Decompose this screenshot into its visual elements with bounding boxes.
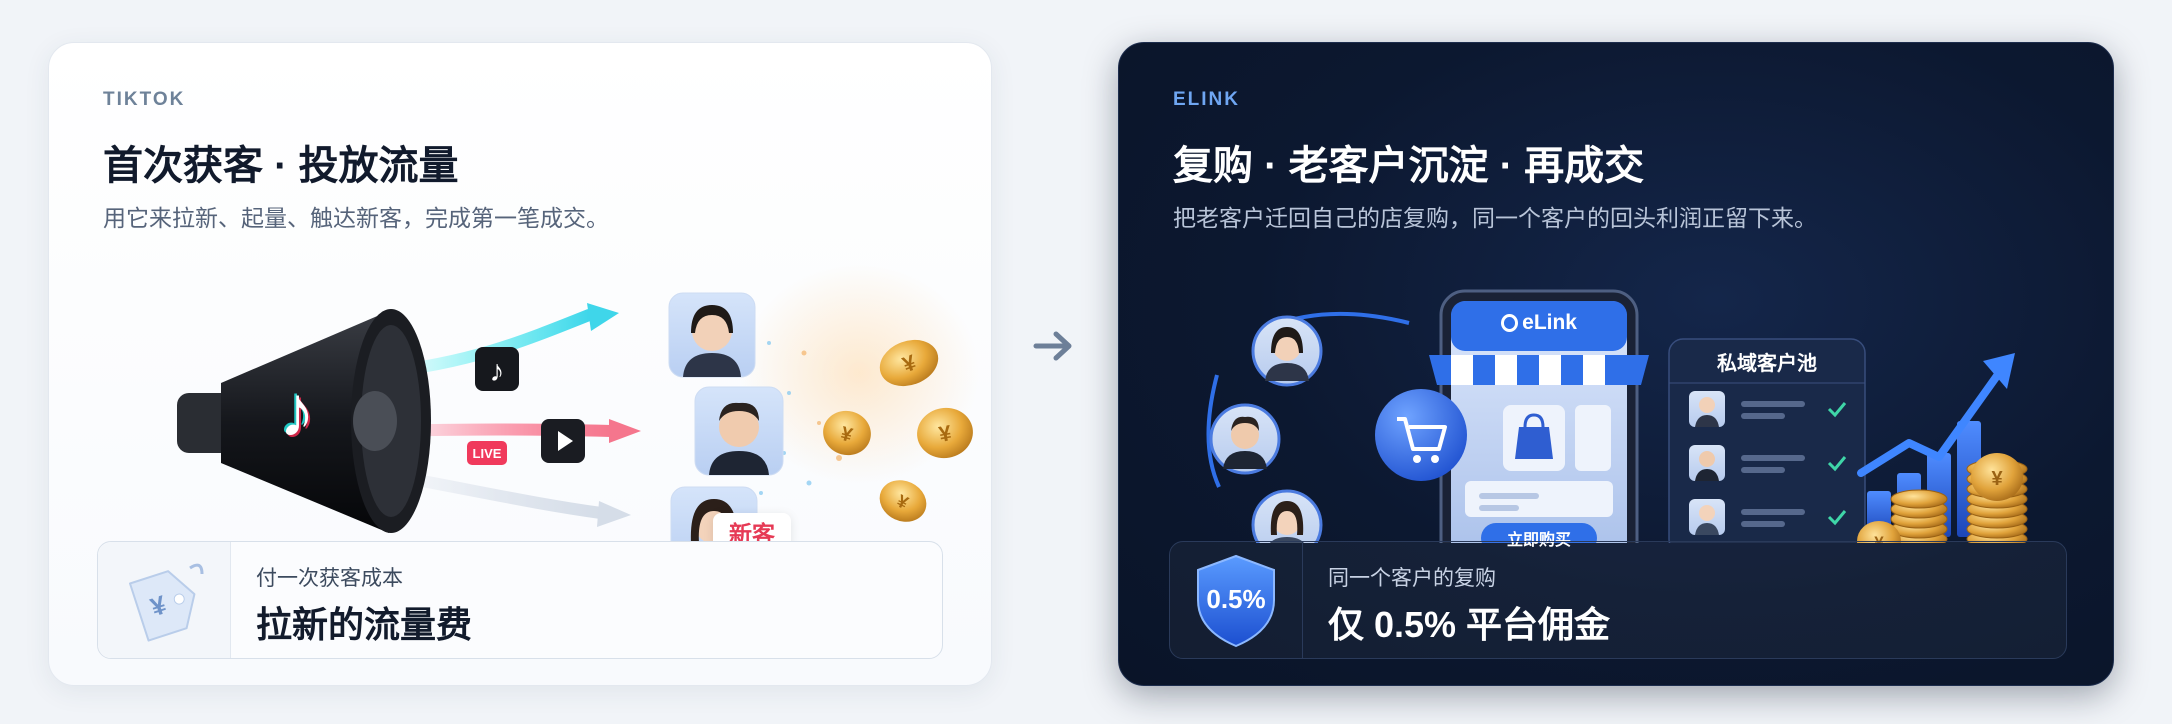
card-eyebrow: ELINK: [1173, 89, 1240, 110]
pool-row-3: [1689, 499, 1847, 535]
phone-brand-text: eLink: [1522, 311, 1577, 334]
coin-2: ¥: [823, 410, 871, 456]
elink-phone: [1429, 289, 1649, 543]
live-badge-text: LIVE: [472, 445, 502, 461]
private-customer-pool-panel: [1668, 338, 1866, 543]
tiktok-app-icon: ♪: [475, 347, 519, 391]
coin-4: ¥: [879, 480, 927, 522]
svg-text:♪: ♪: [279, 372, 315, 452]
shield-percentage: 0.5%: [1206, 584, 1266, 614]
buy-now-button[interactable]: 立即购买: [1481, 523, 1597, 553]
coin-stack-icon: ¥ ¥: [1857, 453, 2028, 543]
svg-text:¥: ¥: [937, 420, 954, 447]
commission-summary-box: 0.5% 同一个客户的复购 仅 0.5% 平台佣金: [1169, 541, 2067, 659]
card-subtitle: 把老客户迁回自己的店复购，同一个客户的回头利润正留下来。: [1173, 205, 1817, 231]
live-badge: LIVE: [467, 441, 507, 465]
cost-summary-headline: 拉新的流量费: [256, 604, 473, 645]
pool-row-2: [1689, 445, 1847, 481]
tiktok-illustration: ♪ ♪ ♪ ♪: [177, 263, 979, 543]
loyal-customer-avatar-1: [1251, 315, 1323, 387]
card-title: 首次获客 · 投放流量: [103, 144, 459, 188]
coin-1: ¥: [879, 339, 939, 387]
svg-text:¥: ¥: [1874, 533, 1884, 543]
pool-title: 私域客户池: [1717, 353, 1817, 375]
phone-brand-label: eLink: [1501, 309, 1577, 337]
elink-illustration: ¥ ¥: [1206, 289, 2028, 543]
svg-text:¥: ¥: [1991, 468, 2003, 490]
cost-summary-box: ¥ 付一次获客成本 拉新的流量费: [97, 541, 943, 659]
tiktok-card: TIKTOK 首次获客 · 投放流量 用它来拉新、起量、触达新客，完成第一笔成交…: [48, 42, 992, 686]
coin-3: ¥: [917, 407, 973, 459]
card-title: 复购 · 老客户沉淀 · 再成交: [1173, 144, 1645, 188]
svg-text:♪: ♪: [277, 370, 313, 450]
card-subtitle: 用它来拉新、起量、触达新客，完成第一笔成交。: [103, 205, 609, 231]
elink-logo-icon: [1501, 314, 1519, 332]
shopping-cart-icon: [1375, 389, 1467, 481]
video-play-icon: [541, 419, 585, 463]
buy-now-label: 立即购买: [1506, 532, 1571, 549]
megaphone: ♪ ♪ ♪: [177, 309, 431, 533]
svg-text:♪: ♪: [490, 355, 505, 388]
shield-icon: 0.5%: [1170, 542, 1303, 658]
card-eyebrow: TIKTOK: [103, 89, 186, 110]
loyal-customer-avatar-3: [1251, 489, 1323, 543]
commission-subtext: 同一个客户的复购: [1328, 567, 1496, 590]
commission-headline: 仅 0.5% 平台佣金: [1328, 604, 1611, 645]
cost-summary-subtext: 付一次获客成本: [256, 567, 403, 590]
arrow-right-icon: [1033, 331, 1072, 361]
elink-card: ELINK 复购 · 老客户沉淀 · 再成交 把老客户迁回自己的店复购，同一个客…: [1118, 42, 2114, 686]
loyal-customer-avatar-2: [1209, 403, 1281, 475]
svg-text:♪: ♪: [281, 374, 317, 454]
avatar-man-middle: [694, 386, 784, 476]
yen-price-tag-icon: ¥: [98, 542, 231, 658]
pool-row-1: [1689, 391, 1847, 427]
avatar-woman-top: [668, 292, 756, 378]
